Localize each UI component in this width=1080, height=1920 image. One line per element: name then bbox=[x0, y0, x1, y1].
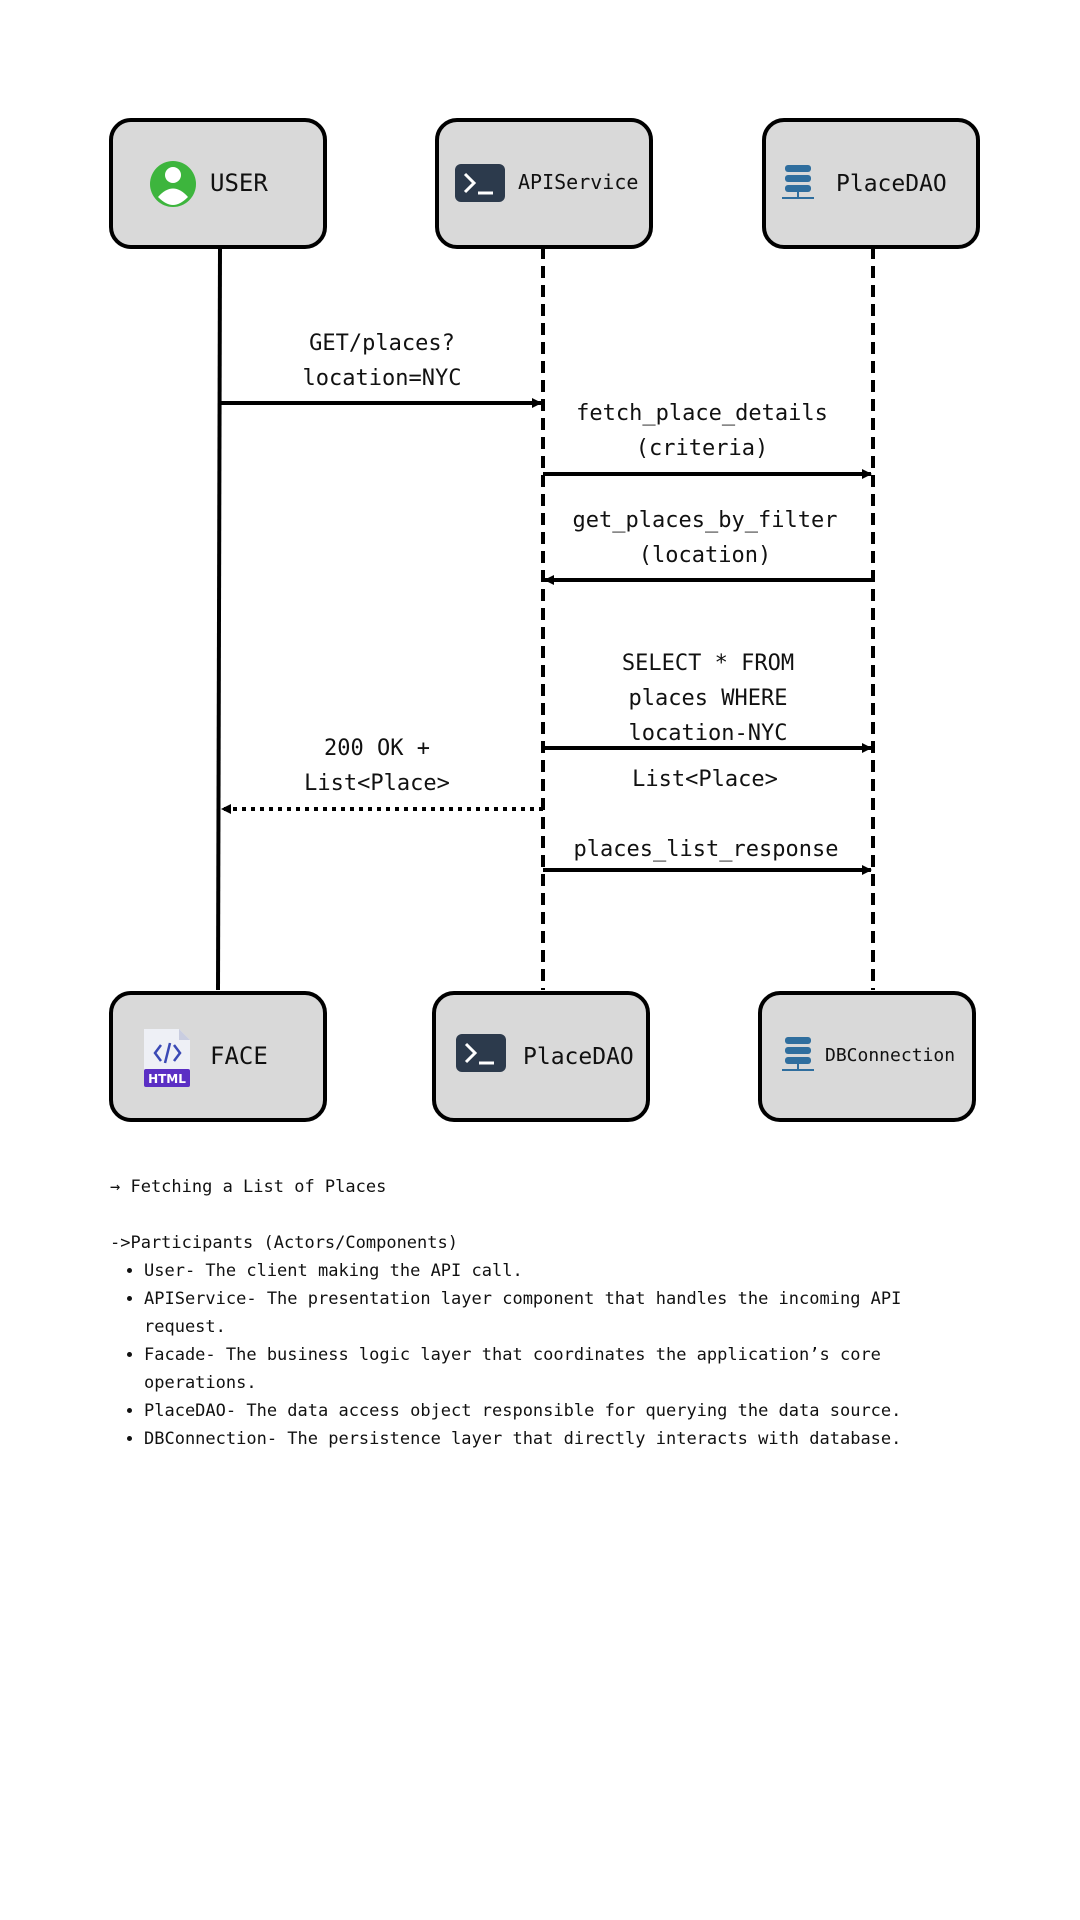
actor-box-apiservice: APIService bbox=[435, 118, 653, 249]
message-label: List<Place> bbox=[304, 771, 450, 796]
message-places-list-response: places_list_response bbox=[543, 837, 872, 875]
message-select-query: SELECT * FROM places WHERE location-NYC bbox=[543, 651, 872, 753]
message-fetch-place-details: fetch_place_details (criteria) bbox=[543, 401, 872, 479]
participants-heading: ->Participants (Actors/Components) bbox=[110, 1233, 458, 1253]
message-label: SELECT * FROM bbox=[622, 651, 794, 676]
actor-box-user: USER bbox=[109, 118, 327, 249]
message-get-places: GET/places? location=NYC bbox=[220, 331, 542, 408]
html-file-icon: HTML bbox=[144, 1029, 190, 1087]
return-label-list-place: List<Place> bbox=[632, 767, 778, 792]
message-label: get_places_by_filter bbox=[573, 508, 838, 533]
notes-title: → Fetching a List of Places bbox=[110, 1177, 387, 1197]
message-get-places-by-filter: get_places_by_filter (location) bbox=[544, 508, 871, 585]
terminal-icon bbox=[455, 164, 505, 202]
message-label: fetch_place_details bbox=[576, 401, 828, 426]
actor-label-dbconnection: DBConnection bbox=[825, 1045, 955, 1066]
participant-facade: Facade- The business logic layer that co… bbox=[144, 1341, 990, 1397]
actor-box-face: HTML FACE bbox=[109, 991, 327, 1122]
participants-notes: → Fetching a List of Places ->Participan… bbox=[110, 1173, 990, 1453]
lifeline-user bbox=[216, 246, 222, 991]
user-icon bbox=[150, 161, 196, 207]
actor-label-placedao-bottom: PlaceDAO bbox=[523, 1044, 634, 1070]
actor-label-placedao: PlaceDAO bbox=[836, 171, 947, 197]
message-label: (criteria) bbox=[636, 436, 768, 461]
participant-user: User- The client making the API call. bbox=[144, 1257, 990, 1285]
svg-text:HTML: HTML bbox=[148, 1072, 186, 1086]
participant-apiservice: APIService- The presentation layer compo… bbox=[144, 1285, 990, 1341]
message-200-ok: 200 OK + List<Place> bbox=[221, 736, 543, 814]
terminal-icon bbox=[456, 1034, 506, 1072]
message-label: places_list_response bbox=[574, 837, 839, 862]
actor-box-placedao-bottom: PlaceDAO bbox=[432, 991, 650, 1122]
actor-label-user: USER bbox=[210, 169, 268, 197]
database-server-icon bbox=[782, 165, 814, 199]
message-label: (location) bbox=[639, 543, 771, 568]
message-label: location=NYC bbox=[303, 366, 462, 391]
message-label: location-NYC bbox=[629, 721, 788, 746]
actor-box-placedao: PlaceDAO bbox=[762, 118, 980, 249]
message-label: 200 OK + bbox=[324, 736, 430, 761]
participants-list: User- The client making the API call. AP… bbox=[110, 1257, 990, 1453]
message-label: GET/places? bbox=[309, 331, 455, 356]
actor-box-dbconnection: DBConnection bbox=[758, 991, 976, 1122]
actor-label-apiservice: APIService bbox=[518, 170, 638, 194]
message-label: places WHERE bbox=[629, 686, 788, 711]
participant-dbconnection: DBConnection- The persistence layer that… bbox=[144, 1425, 990, 1453]
participant-placedao: PlaceDAO- The data access object respons… bbox=[144, 1397, 990, 1425]
database-server-icon bbox=[782, 1037, 814, 1071]
actor-label-face: FACE bbox=[210, 1042, 268, 1070]
